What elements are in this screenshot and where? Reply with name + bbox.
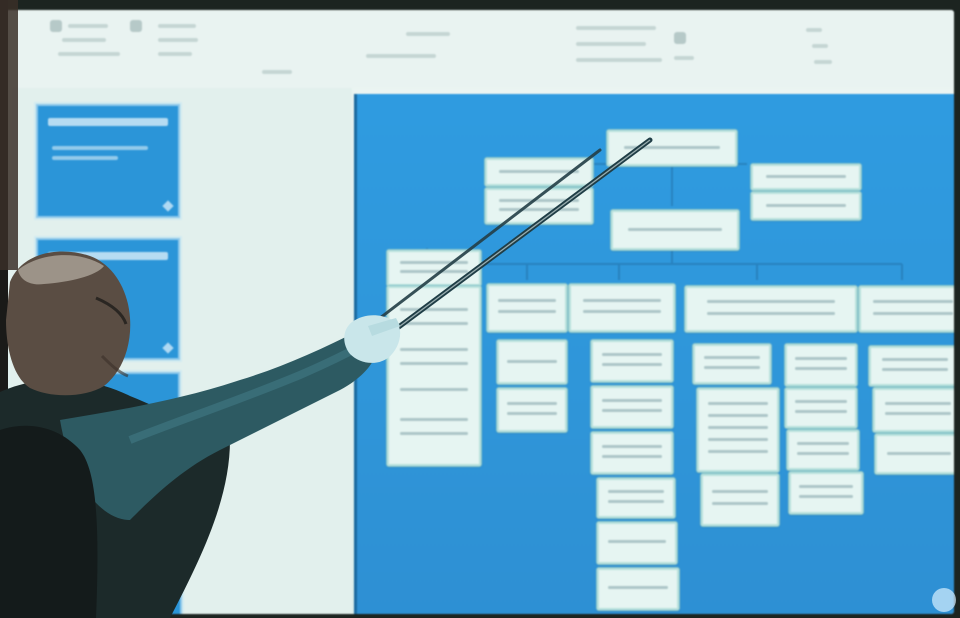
frame-edge: [0, 0, 18, 270]
pointer-stick-shadow: [378, 148, 602, 320]
ribbon-label: [158, 38, 198, 42]
org-box-department: [487, 284, 567, 332]
projected-screen: [6, 10, 954, 614]
glasses-icon: [95, 296, 128, 325]
org-box-deputy: [611, 210, 739, 250]
light-glare: [932, 588, 956, 612]
org-box-unit: [497, 340, 567, 384]
ribbon-label: [674, 56, 694, 60]
org-box-unit: [597, 478, 675, 518]
ribbon-label: [406, 32, 450, 36]
slide-thumbnail[interactable]: [36, 104, 180, 218]
org-box-advisor: [485, 158, 593, 186]
ribbon-label: [58, 52, 120, 56]
ribbon-icon: [674, 32, 686, 44]
ribbon-label: [576, 26, 656, 30]
org-box-unit: [875, 434, 954, 474]
org-box-unit: [497, 388, 567, 432]
org-box-advisor: [751, 192, 861, 220]
sleeve-fold: [128, 338, 370, 444]
org-box-unit: [591, 386, 673, 428]
org-box-unit: [873, 388, 954, 432]
ribbon-label: [576, 42, 646, 46]
ribbon-label: [68, 24, 108, 28]
org-box-unit: [789, 472, 863, 514]
frame-edge: [0, 0, 8, 618]
org-box-department: [569, 284, 675, 332]
ribbon-label: [366, 54, 436, 58]
presenter-jaw: [100, 354, 129, 378]
ribbon-label: [62, 38, 106, 42]
thumbnail-title: [48, 118, 168, 126]
ribbon-label: [812, 44, 828, 48]
ribbon-toolbar: [6, 10, 954, 88]
org-box-unit: [693, 344, 771, 384]
org-box-unit: [701, 474, 779, 526]
org-box-unit: [591, 340, 673, 382]
ribbon-label: [262, 70, 292, 74]
org-box-unit: [869, 346, 954, 386]
slide-canvas: [354, 94, 954, 614]
ribbon-label: [576, 58, 662, 62]
org-box-unit: [591, 432, 673, 474]
ribbon-label: [158, 52, 192, 56]
org-box-unit: [597, 568, 679, 610]
ribbon-label: [814, 60, 832, 64]
presenter-jacket: [0, 425, 98, 618]
org-box-unit: [387, 286, 481, 466]
org-box-unit: [597, 522, 677, 564]
ribbon-icon: [50, 20, 62, 32]
org-box-unit: [787, 430, 859, 470]
ribbon-label: [158, 24, 196, 28]
org-box-department: [859, 286, 954, 332]
org-box-advisor: [751, 164, 861, 190]
pointer-highlight: [391, 139, 651, 333]
ribbon-label: [806, 28, 822, 32]
presenter-head: [6, 251, 131, 396]
presenter-fingers: [368, 318, 400, 336]
thumbnail-title: [48, 252, 168, 260]
thumbnail-text: [52, 156, 118, 160]
org-box-unit: [697, 388, 779, 472]
org-box-unit: [785, 344, 857, 386]
ribbon-icon: [130, 20, 142, 32]
org-box-unit: [785, 388, 857, 428]
presenter-hair: [18, 255, 104, 285]
org-box-department: [685, 286, 857, 332]
org-box-top: [607, 130, 737, 166]
thumbnail-text: [52, 146, 148, 150]
